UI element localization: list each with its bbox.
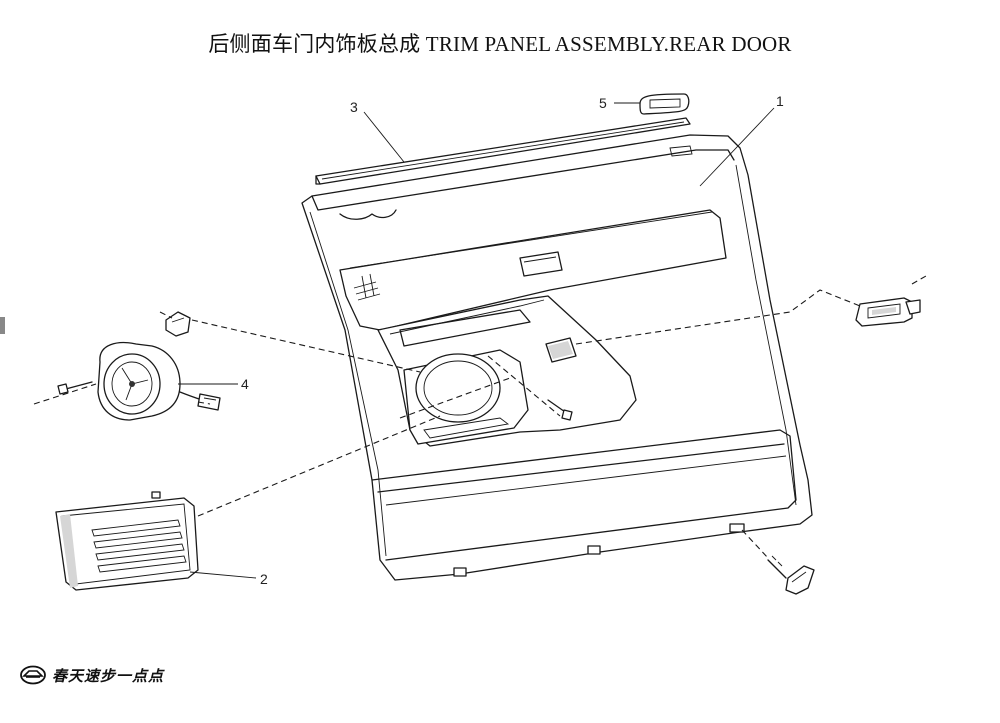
brand-slogan: 春天速步一点点	[52, 666, 165, 685]
door-speaker[interactable]	[57, 311, 221, 421]
page-title: 后侧面车门内饰板总成 TRIM PANEL ASSEMBLY.REAR DOOR	[208, 32, 792, 56]
callout-5: 5	[599, 95, 607, 111]
callout-2: 2	[260, 571, 268, 587]
window-switch[interactable]	[855, 297, 921, 327]
door-lock-escutcheon[interactable]	[639, 93, 690, 115]
callout-3: 3	[350, 99, 358, 115]
speaker-grille-cover[interactable]	[55, 491, 199, 591]
trim-clip[interactable]	[767, 555, 815, 595]
callout-leaders	[178, 102, 775, 579]
brand-logo: 春天速步一点点	[20, 662, 164, 688]
panel-screw[interactable]	[547, 399, 573, 421]
car-emblem-icon	[20, 665, 46, 685]
callout-4: 4	[241, 376, 249, 392]
page-edge-marker	[0, 317, 5, 334]
window-seal-strip[interactable]	[315, 117, 691, 185]
door-trim-panel[interactable]	[301, 134, 813, 581]
assembly-guide-lines	[33, 275, 927, 559]
callout-1: 1	[776, 93, 784, 109]
